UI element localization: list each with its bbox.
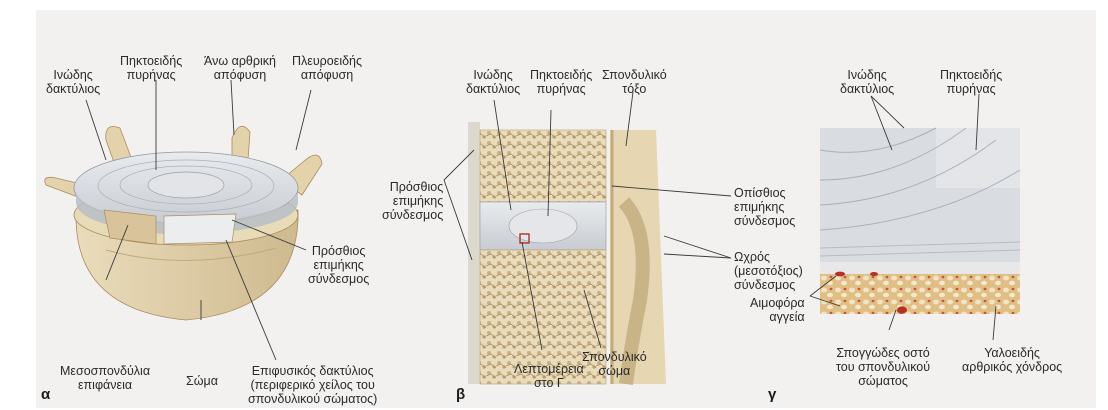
label-vertebral-body-a: Σώμα — [186, 374, 218, 388]
label-detail-in-c: Λεπτομέρεια στο Γ — [514, 362, 584, 390]
label-vertebral-arch: Σπονδυλικό τόξο — [602, 68, 667, 96]
figure-page: Ινώδης δακτύλιος Πηκτοειδής πυρήνας Άνω … — [36, 10, 1096, 408]
label-annulus-fibrosus-b: Ινώδης δακτύλιος — [466, 68, 520, 96]
label-nucleus-pulposus-a: Πηκτοειδής πυρήνας — [120, 54, 182, 82]
label-intervertebral-surface: Μεσοσπονδύλια επιφάνεια — [60, 364, 150, 392]
panel-letter-c: γ — [768, 386, 776, 403]
label-annulus-fibrosus-a: Ινώδης δακτύλιος — [46, 68, 100, 96]
label-nucleus-pulposus-c: Πηκτοειδής πυρήνας — [940, 68, 1002, 96]
vertebra-illustration — [45, 126, 322, 320]
label-vertebral-body-b: Σπονδυλικό σώμα — [582, 350, 647, 378]
label-ligamentum-flavum: Ωχρός (μεσοτόξιος) σύνδεσμος — [734, 250, 803, 292]
label-superior-articular-process: Άνω αρθρική απόφυση — [204, 54, 276, 82]
label-anterior-longitudinal-ligament-a: Πρόσθιος επιμήκης σύνδεσμος — [308, 244, 369, 286]
label-costal-process: Πλευροειδής απόφυση — [292, 54, 362, 82]
detail-illustration — [820, 128, 1020, 314]
label-nucleus-pulposus-b: Πηκτοειδής πυρήνας — [530, 68, 592, 96]
label-anterior-longitudinal-ligament-b: Πρόσθιος επιμήκης σύνδεσμος — [382, 180, 443, 222]
sagittal-section-illustration — [468, 122, 666, 384]
label-hyaline-cartilage: Υαλοειδής αρθρικός χόνδρος — [962, 346, 1062, 374]
label-epiphyseal-ring: Επιφυσικός δακτύλιος (περιφερικό χείλος … — [248, 364, 377, 406]
panel-letter-a: α — [41, 386, 50, 403]
label-spongy-bone: Σπογγώδες οστό του σπονδυλικού σώματος — [836, 346, 930, 388]
panel-letter-b: β — [456, 386, 465, 403]
label-annulus-fibrosus-c: Ινώδης δακτύλιος — [840, 68, 894, 96]
label-posterior-longitudinal-ligament: Οπίσθιος επιμήκης σύνδεσμος — [734, 186, 795, 228]
label-blood-vessels: Αιμοφόρα αγγεία — [750, 296, 805, 324]
